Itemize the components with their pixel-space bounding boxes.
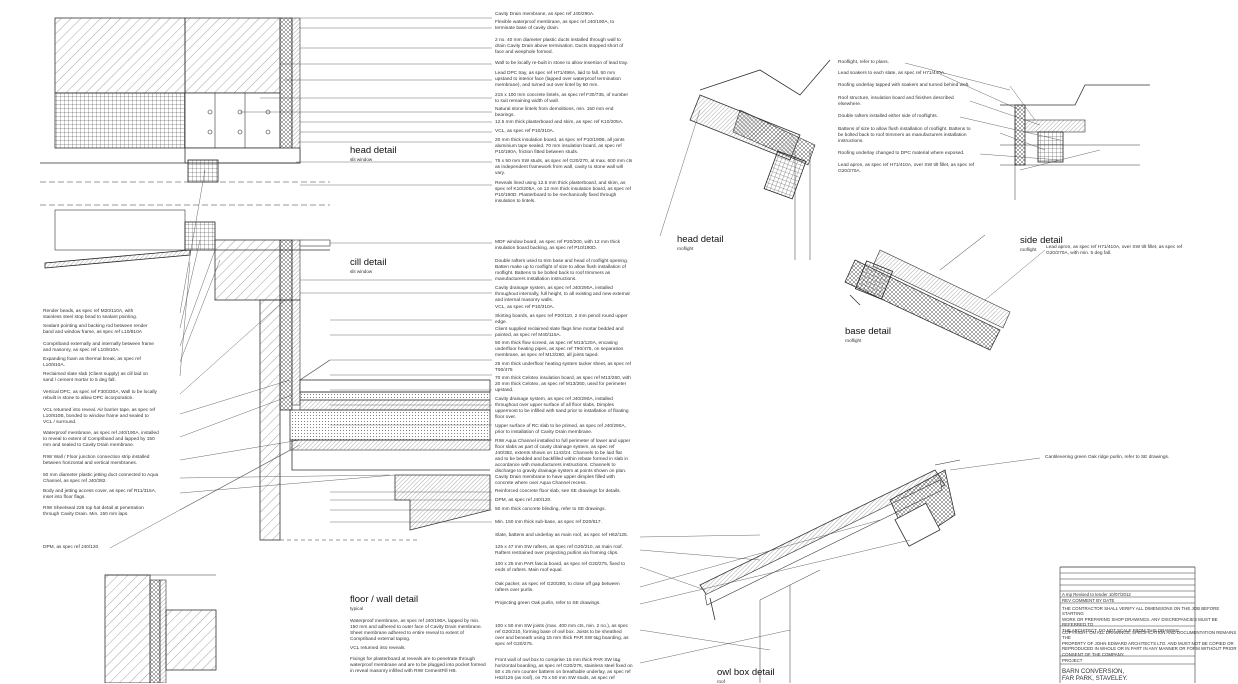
title-block-project-line1: BARN CONVERSION, [1062,668,1125,675]
note-left-11: RIW Sheetseal 226 top hat detail at pene… [43,506,144,517]
note-center-14: Cavity drainage system, as spec ref J40/… [495,286,630,303]
owl-box-detail-subtitle: roof [717,679,725,684]
note-center-19: 25 mm thick underfloor heating system ta… [495,362,631,373]
note-left-5: Vertical DPC, as spec ref F30/330A, Wall… [43,390,157,401]
title-block-project-label: PROJECT [1062,658,1083,663]
head-detail-subtitle: slit window [350,157,373,162]
note-center-23: RIW Aqua Channel installed to full perim… [495,439,631,486]
note-center-34: Front wall of owl box to comprise 15 mm … [495,658,633,681]
rooflight-side-detail-subtitle: rooflight [1020,247,1037,252]
note-side-lead-apron: Lead apron, as spec ref H71/410A, over S… [1046,245,1183,256]
note-center-5: 215 x 100 mm concrete lintels, as spec r… [495,93,629,104]
note-center-16: Skirting boards, as spec ref P20/110, 2 … [495,314,628,325]
title-block-frame [1059,566,1196,683]
note-center-12: MDF window board, as spec ref P20/200, w… [495,240,621,251]
note-center-10: 75 x 50 mm SW studs, as spec ref G20/270… [495,159,633,176]
note-ridge-purlin: Cantilevering green Oak ridge purlin, re… [1045,455,1170,460]
note-left-0: Render beads, as spec ref M20/110A, with… [43,309,138,320]
note-center-25: DPM, as spec ref J40/120. [495,498,552,503]
note-center-9: 20 mm thick insulation board, as spec re… [495,138,625,155]
note-center-1: Flexible waterproof membrane, as spec re… [495,20,615,31]
note-left-4: Reclaimed slate slab (Client supply) as … [43,372,149,383]
owl-box-eaves-drawing [699,459,961,683]
note-center-32: Projecting green Oak purlin, refer to SE… [495,601,601,606]
note-center-6: Natural stone lintels from demolitions, … [495,107,614,118]
note-left-9: 50 mm diameter plastic jetting duct conn… [43,473,159,484]
note-center-21: Cavity drainage system, as spec ref J40/… [495,397,629,420]
rooflight-head-detail-drawing [689,59,831,260]
owl-box-detail-title: owl box detail [717,667,775,678]
note-left-10: Body and jetting access cover, as spec r… [43,489,157,500]
note-right-5: Battens of size to allow flush installat… [838,127,971,144]
rooflight-base-detail-subtitle: rooflight [845,338,862,343]
note-floor-2: Fixings for plasterboard at reveals are … [350,657,486,674]
cill-detail-title: cill detail [350,257,387,268]
note-floor-1: VCL returned into reveals. [350,646,406,651]
note-center-11: Reveals lined using 12.5 mm thick plaste… [495,181,631,204]
floor-wall-detail-subtitle: typical [350,606,364,611]
note-center-24: Reinforced concrete floor slab, see SE d… [495,489,621,494]
note-floor-0: Waterproof membrane, as spec ref J40/190… [350,619,482,642]
note-left-8: RIW Wall / Floor junction connection str… [43,455,150,466]
floor-wall-detail-title: floor / wall detail [350,594,419,605]
note-center-29: 125 x 47 mm SW rafters, as spec ref G20/… [495,545,623,556]
note-center-31: Oak packer, as spec ref G20/280, to clos… [495,582,620,593]
note-center-27: Min. 150 mm thick sub-base, as spec ref … [495,520,602,525]
note-center-33: 100 x 50 mm SW joists (max. 400 mm cts, … [495,624,629,647]
title-block-disclaimer: THE CONTRACTOR SHALL VERIFY ALL DIMENSIO… [1062,606,1220,633]
note-right-6: Roofing underlay changed to DPC material… [838,151,965,156]
note-left-3: Expanding foam as thermal break, as spec… [43,357,141,368]
note-center-22: Upper surface of RC slab to be primed, a… [495,424,626,435]
rooflight-head-detail-title: head detail [677,234,724,245]
rooflight-side-detail-title: side detail [1020,235,1063,246]
floor-wall-junction-drawing [259,299,491,541]
note-center-2: 2 no. 40 mm diameter plastic ducts insta… [495,38,624,55]
title-block-revision-row: A mp Revised to tender 10/07/2012 [1062,592,1131,597]
cill-detail-subtitle: slit window [350,269,373,274]
note-left-12: DPM, as spec ref J40/120. [43,545,100,550]
note-center-18: 50 mm thick flow screed, as spec ref M13… [495,341,624,358]
note-center-13: Double rafters used to trim base and hea… [495,259,629,282]
head-detail-title: head detail [350,145,397,156]
note-right-3: Roof structure, insulation board and fin… [838,96,954,107]
note-center-30: 100 x 25 mm PAR fascia board, as spec re… [495,562,626,573]
note-center-0: Cavity Drain membrane, as spec ref J40/2… [495,12,595,17]
slit-window-cill-detail-drawing [44,209,331,301]
note-center-26: 50 mm thick concrete blinding, refer to … [495,507,606,512]
note-left-1: Sealant pointing and backing rod between… [43,324,148,335]
note-center-4: Lead DPC tray, as spec ref H71/498A, lai… [495,71,621,88]
note-center-8: VCL, as spec ref P10/310A. [495,129,555,134]
title-block-project-line2: FAR PARK, STAVELEY. [1062,675,1128,682]
rooflight-base-detail-title: base detail [845,326,891,337]
note-left-6: VCL returned into reveal. Air barrier ta… [43,408,156,425]
note-center-20: 70 mm thick Celotex insulation board, as… [495,376,631,393]
note-center-7: 12.5 mm thick plasterboard and skim, as … [495,120,624,125]
note-left-7: Waterproof membrane, as spec ref J40/190… [43,431,159,448]
annotation-leader-lines [109,17,1101,664]
title-block-rev-headers: REV COMMENT BY DATE [1062,598,1115,603]
title-block-copyright: COPYRIGHT ON ALL DRAWINGS, SPECIFICATION… [1062,630,1237,657]
note-right-4: Double rafters installed either side of … [838,114,938,119]
rooflight-base-detail-drawing [844,234,1011,351]
rooflight-head-detail-subtitle: rooflight [677,246,694,251]
note-right-1: Lead soakers to each slate, as spec ref … [838,71,946,76]
rooflight-side-detail-drawing [1000,84,1150,200]
slit-window-head-detail-drawing [40,17,330,206]
note-right-0: Rooflight, refer to plans. [838,60,889,65]
floor-wall-lower-detail-drawing [104,574,217,683]
note-left-2: Compriband externally and internally bet… [43,342,154,353]
note-center-3: Wall to be locally re-built in stone to … [495,61,629,66]
note-center-17: Client supplied reclaimed slate flags li… [495,327,624,338]
note-right-2: Roofing underlay tapped with soakers and… [838,83,970,88]
note-center-15: VCL, as spec ref P10/310A. [495,305,555,310]
note-center-28: Slate, battens and underlay as main roof… [495,533,629,538]
note-right-7: Lead apron, as spec ref H71/410A, over S… [838,163,975,174]
